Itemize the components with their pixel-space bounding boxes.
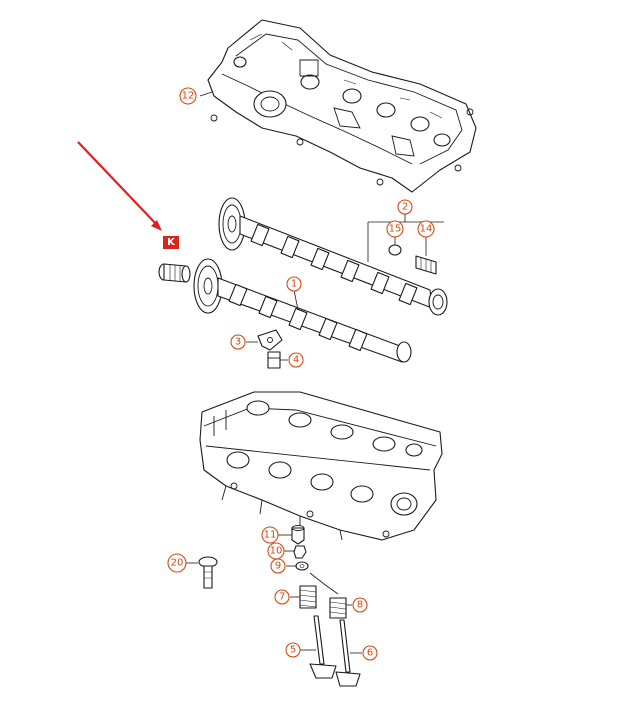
callout-label: 14: [420, 224, 433, 235]
callout-12: 12: [179, 87, 197, 105]
callout-label: 11: [264, 530, 277, 541]
part-7-spring: [299, 585, 317, 609]
callout-6: 6: [362, 645, 378, 661]
callout-label: 1: [291, 279, 297, 290]
callout-9: 9: [270, 558, 286, 574]
callout-label: 6: [367, 648, 373, 659]
callout-20: 20: [167, 553, 187, 573]
callout-5: 5: [285, 642, 301, 658]
callout-label: 20: [171, 558, 184, 569]
pointer-arrow: [77, 141, 162, 231]
callout-2: 2: [397, 199, 413, 215]
part-11-top: [291, 525, 305, 545]
part-10-nut: [293, 545, 307, 559]
camshaft-upper: [218, 197, 448, 316]
callout-7: 7: [274, 589, 290, 605]
spring-sleeve-left: [158, 263, 191, 283]
callout-14: 14: [417, 220, 435, 238]
callout-label: 15: [389, 224, 402, 235]
callout-label: 7: [279, 592, 285, 603]
callout-label: 8: [357, 600, 363, 611]
plug-15: [388, 244, 402, 256]
part-6-valve: [335, 619, 361, 687]
k-marker: K: [163, 236, 179, 249]
camshaft-lower: [193, 258, 412, 363]
callout-label: 10: [270, 546, 283, 557]
spring-14: [415, 255, 437, 275]
callout-label: 5: [290, 645, 296, 656]
callout-label: 2: [402, 202, 408, 213]
callout-label: 4: [293, 355, 299, 366]
callout-8: 8: [352, 597, 368, 613]
k-marker-label: K: [167, 237, 176, 248]
part-8-spring: [329, 597, 347, 619]
leader-lines: [186, 91, 444, 654]
part-5-valve: [309, 615, 337, 679]
part-20-bolt: [198, 556, 218, 589]
callout-label: 9: [275, 561, 281, 572]
callout-4: 4: [288, 352, 304, 368]
cylinder-head: [199, 391, 443, 541]
part-9-washer: [295, 561, 309, 571]
callout-15: 15: [386, 220, 404, 238]
callout-label: 12: [182, 91, 195, 102]
callout-11: 11: [261, 526, 279, 544]
sensor-4: [267, 351, 281, 369]
callout-3: 3: [230, 334, 246, 350]
valve-cover: [207, 19, 477, 193]
callout-1: 1: [286, 276, 302, 292]
bracket-3: [257, 329, 283, 351]
callout-label: 3: [235, 337, 241, 348]
callout-10: 10: [267, 542, 285, 560]
